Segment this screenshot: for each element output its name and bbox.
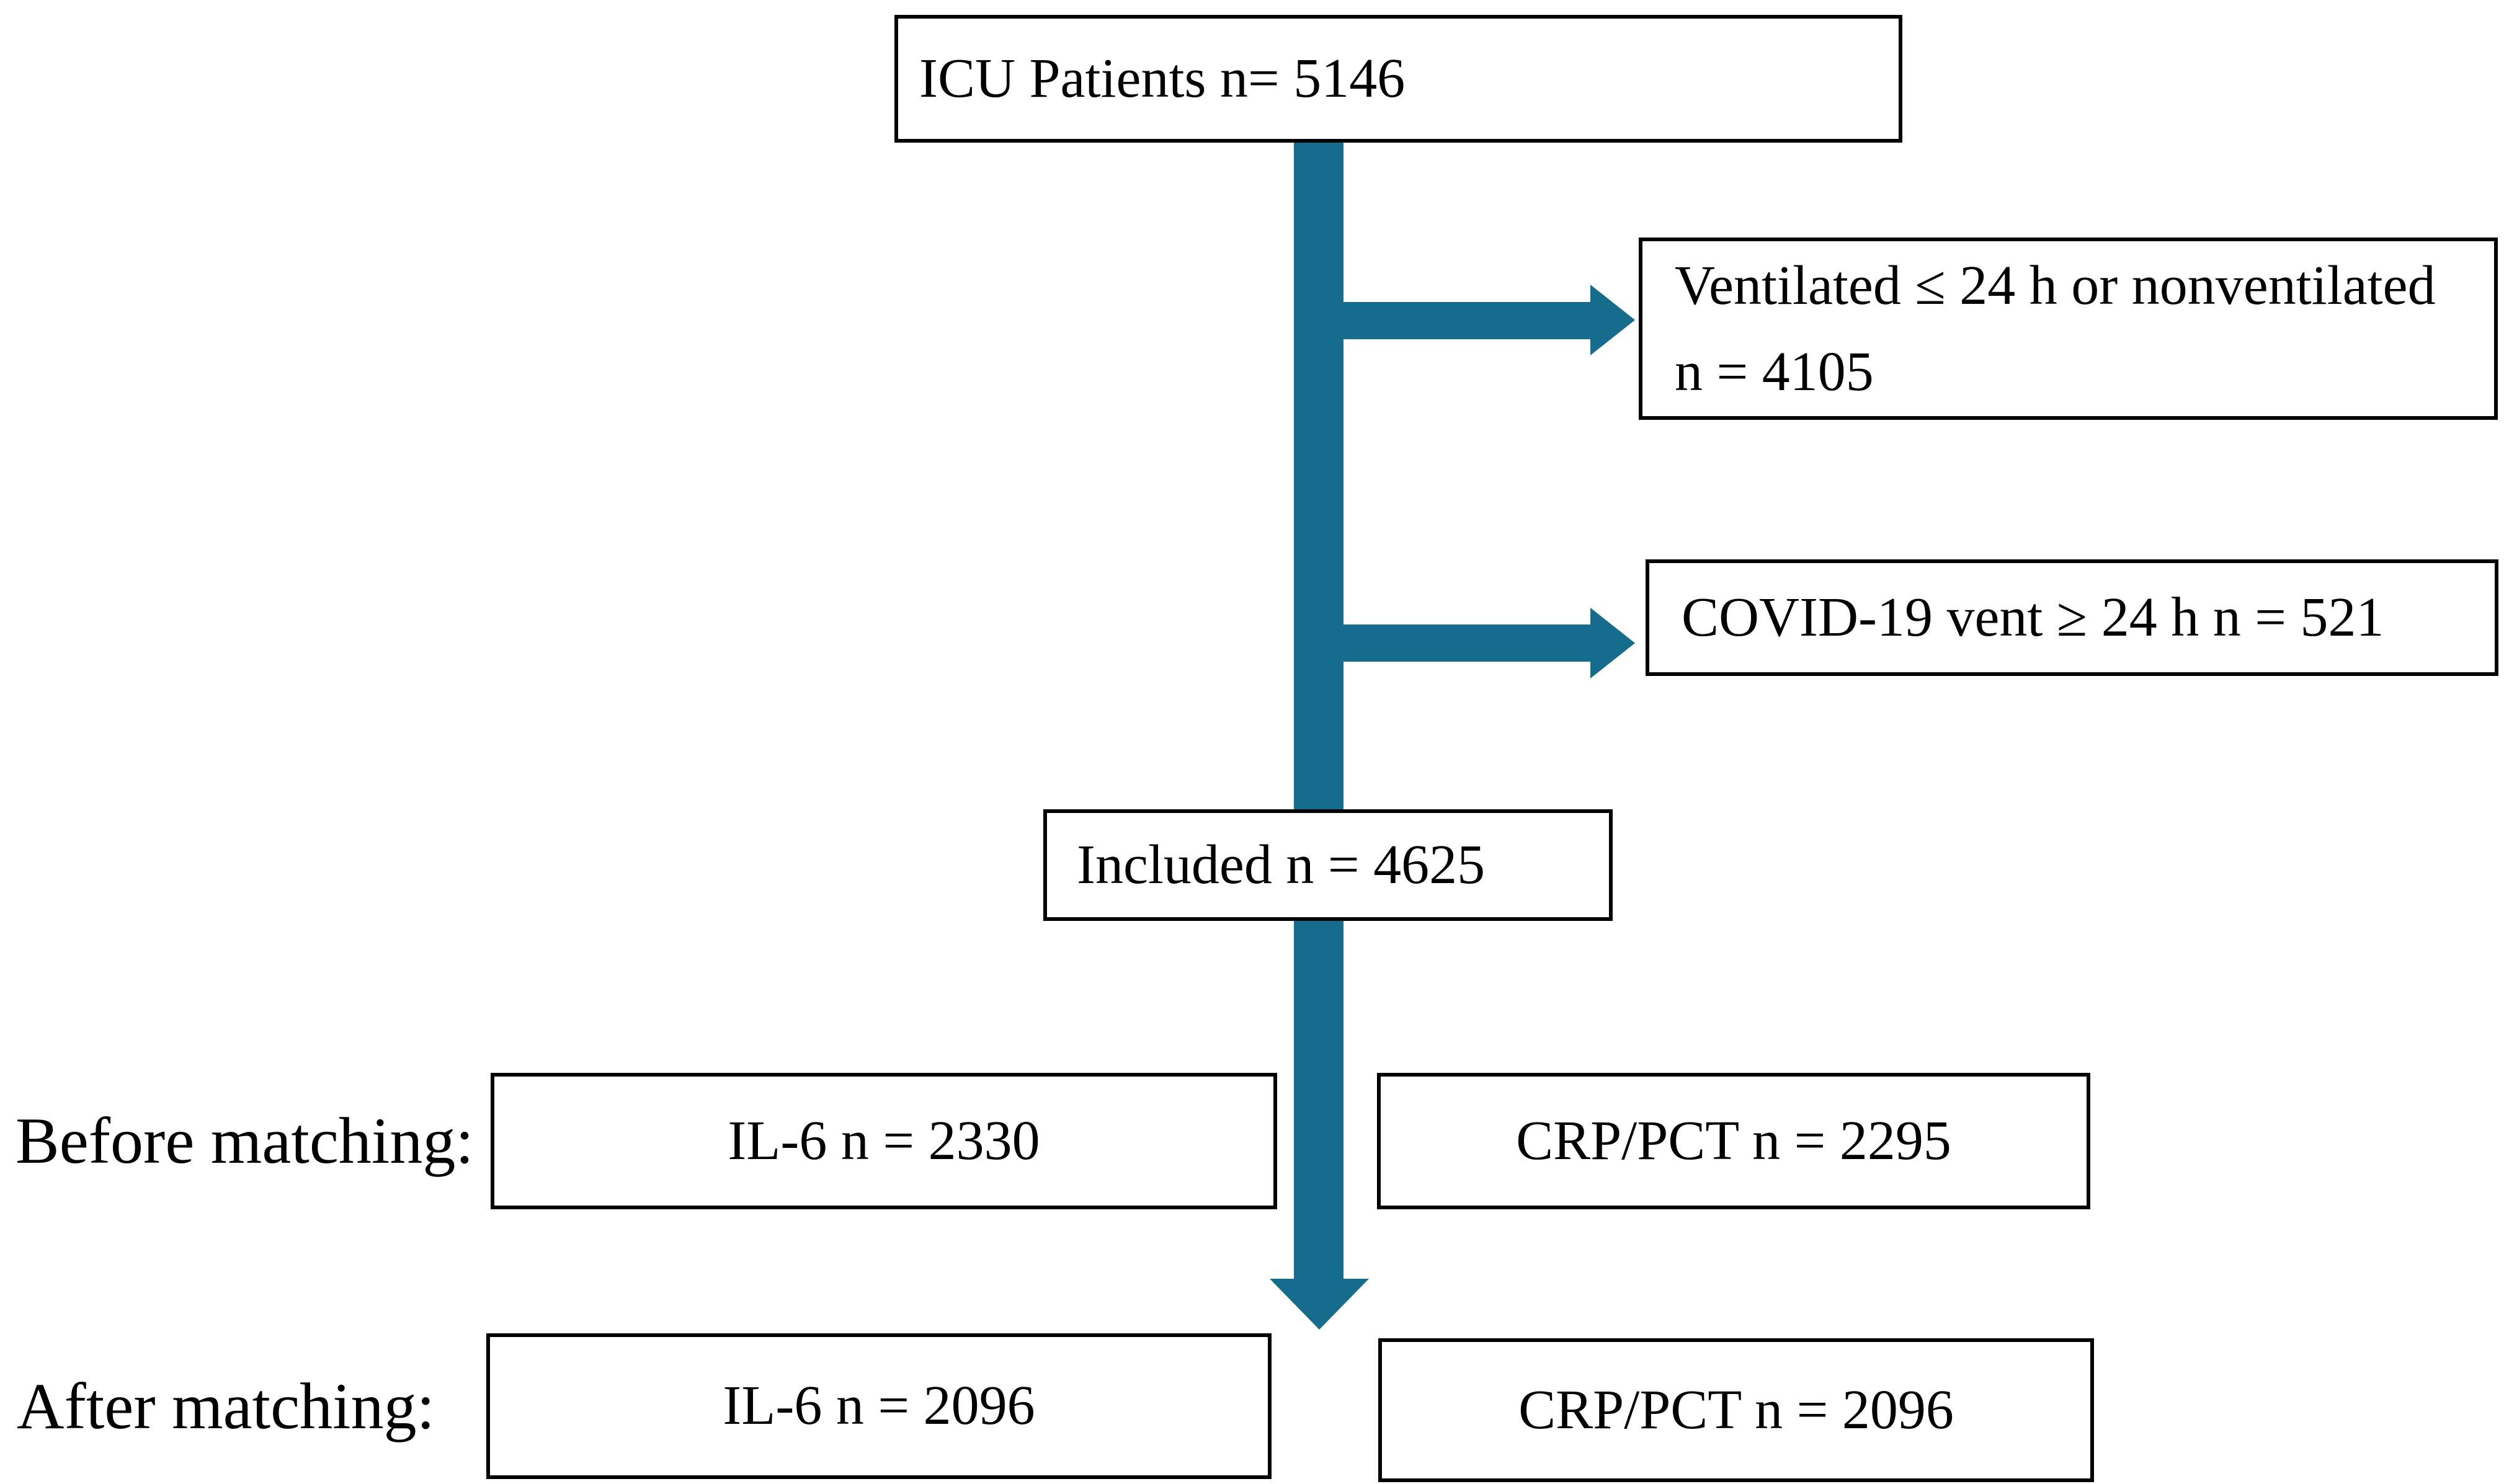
before-matching-il6-text: IL-6 n = 2330 (728, 1109, 1040, 1171)
icu-patients-text: ICU Patients n= 5146 (919, 47, 1406, 109)
before-matching-label-text: Before matching: (16, 1104, 474, 1177)
before-matching-crp-pct-text: CRP/PCT n = 2295 (1516, 1109, 1951, 1171)
after-matching-il6-box: IL-6 n = 2096 (486, 1333, 1272, 1479)
icu-patients-box: ICU Patients n= 5146 (894, 15, 1902, 143)
after-matching-crp-pct-text: CRP/PCT n = 2096 (1518, 1379, 1954, 1441)
excluded-covid-box: COVID-19 vent ≥ 24 h n = 521 (1646, 559, 2498, 676)
main-flow-arrow-shaft (1294, 140, 1343, 1279)
after-matching-il6-text: IL-6 n = 2096 (723, 1375, 1035, 1437)
down-arrow-head-icon (1270, 1279, 1369, 1330)
right-arrow-head-icon (1590, 285, 1635, 355)
before-matching-label: Before matching: (16, 1073, 474, 1209)
included-text: Included n = 4625 (1077, 833, 1486, 895)
included-box: Included n = 4625 (1043, 809, 1613, 921)
exclusion-branch-1-arrow-shaft (1343, 302, 1594, 339)
before-matching-il6-box: IL-6 n = 2330 (491, 1073, 1277, 1209)
excluded-ventilated-line1: Ventilated ≤ 24 h or nonventilated (1675, 254, 2436, 316)
after-matching-crp-pct-box: CRP/PCT n = 2096 (1378, 1338, 2094, 1482)
excluded-ventilated-line2: n = 4105 (1675, 341, 1874, 402)
right-arrow-head-icon (1590, 608, 1635, 678)
after-matching-label: After matching: (17, 1333, 435, 1479)
before-matching-crp-pct-box: CRP/PCT n = 2295 (1377, 1073, 2090, 1209)
excluded-ventilated-box: Ventilated ≤ 24 h or nonventilated n = 4… (1639, 238, 2498, 420)
excluded-covid-text: COVID-19 vent ≥ 24 h n = 521 (1682, 586, 2384, 648)
exclusion-branch-2-arrow-shaft (1343, 624, 1594, 662)
after-matching-label-text: After matching: (17, 1369, 435, 1442)
